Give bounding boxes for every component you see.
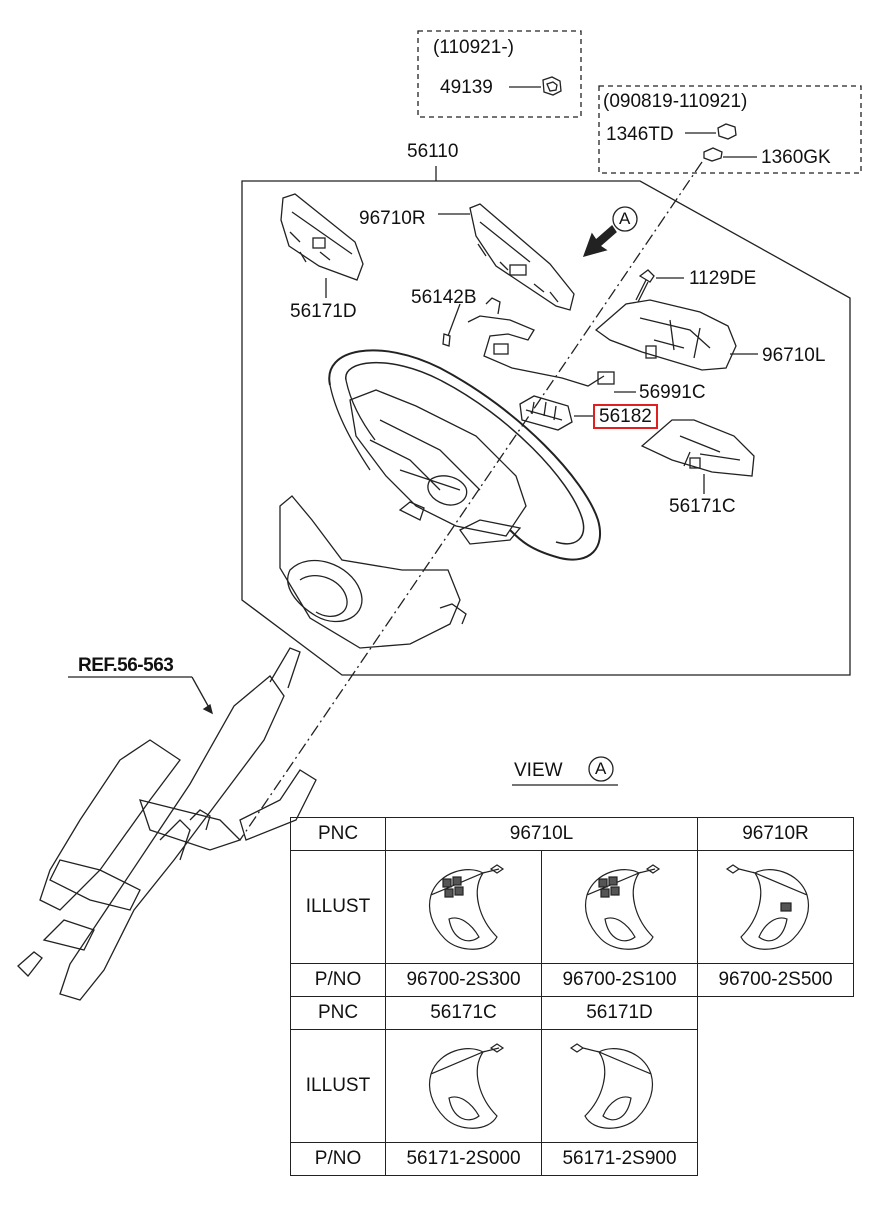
cover-56171d-illustration	[569, 1043, 653, 1129]
view-circle	[588, 756, 614, 782]
label-96710l: 96710L	[762, 345, 826, 366]
view-a-arrow	[582, 206, 638, 257]
module-56182	[519, 395, 593, 431]
table-row: P/NO 96700-2S300 96700-2S100 96700-2S500	[290, 963, 854, 997]
switch-96710l-illustration	[428, 864, 504, 950]
option-box-090819-110921	[598, 85, 862, 174]
label-56171c: 56171C	[669, 496, 736, 517]
screw-1129de	[635, 269, 684, 303]
illust-header: ILLUST	[290, 1029, 386, 1143]
pnc-cell: 56171D	[541, 996, 698, 1030]
label-56142b: 56142B	[411, 287, 477, 308]
switch-96710r-illustration	[725, 864, 809, 950]
label-56991c: 56991C	[639, 382, 706, 403]
illust-cell	[697, 850, 854, 964]
empty-cell	[698, 997, 854, 1030]
table-row: ILLUST	[290, 1029, 854, 1143]
ref-label: REF.56-563	[78, 655, 174, 676]
illust-cell	[385, 850, 542, 964]
empty-cell	[698, 1030, 854, 1143]
switch-96710r	[438, 203, 575, 311]
pnc-header: PNC	[290, 996, 386, 1030]
range-label-090819: (090819-110921)	[603, 91, 748, 112]
label-56110: 56110	[407, 141, 459, 162]
table-row: ILLUST	[290, 850, 854, 964]
label-49139: 49139	[440, 77, 493, 98]
empty-cell	[698, 1143, 854, 1176]
nut-49139	[509, 76, 562, 96]
pno-cell: 56171-2S000	[385, 1142, 542, 1176]
range-label-110921: (110921-)	[433, 37, 514, 58]
nut-1346td	[685, 123, 737, 140]
pno-cell: 96700-2S300	[385, 963, 542, 997]
pno-header: P/NO	[290, 963, 386, 997]
parts-table: PNC 96710L 96710R ILLUST P/NO 96700-2S30…	[290, 817, 854, 1176]
pno-cell: 96700-2S100	[541, 963, 698, 997]
pno-cell: 96700-2S500	[697, 963, 854, 997]
switch-96710l-alt-illustration	[584, 864, 660, 950]
illust-cell	[541, 1029, 698, 1143]
view-marker-letter: A	[619, 209, 631, 228]
label-96710r: 96710R	[359, 208, 426, 229]
pnc-cell: 96710L	[385, 817, 698, 851]
steering-column	[17, 647, 317, 1001]
view-title-letter: A	[595, 759, 607, 778]
cover-56171c-illustration	[428, 1043, 504, 1129]
option-box-110921	[417, 30, 582, 118]
cover-56171d	[280, 193, 364, 298]
switch-96710l	[594, 299, 758, 371]
illust-header: ILLUST	[290, 850, 386, 964]
cover-56171c	[640, 419, 755, 494]
label-1129de: 1129DE	[689, 268, 757, 289]
label-56182-highlighted[interactable]: 56182	[593, 404, 658, 429]
washer-1360gk	[703, 147, 757, 162]
view-title: VIEW	[514, 760, 563, 781]
label-1346td: 1346TD	[606, 124, 674, 145]
steering-wheel	[328, 349, 601, 561]
table-row: PNC 56171C 56171D	[290, 996, 854, 1030]
label-1360gk: 1360GK	[761, 147, 831, 168]
pno-cell: 56171-2S900	[541, 1142, 698, 1176]
illust-cell	[385, 1029, 542, 1143]
harness-56991c	[467, 297, 636, 393]
pnc-cell: 56171C	[385, 996, 542, 1030]
center-axis	[239, 161, 703, 841]
table-row: PNC 96710L 96710R	[290, 817, 854, 851]
illust-cell	[541, 850, 698, 964]
table-row: P/NO 56171-2S000 56171-2S900	[290, 1142, 854, 1176]
label-56171d: 56171D	[290, 301, 357, 322]
pnc-cell: 96710R	[697, 817, 854, 851]
screw-56142b	[442, 303, 461, 347]
assembly-boundary	[241, 180, 851, 676]
pno-header: P/NO	[290, 1142, 386, 1176]
column-cover	[279, 495, 467, 649]
pnc-header: PNC	[290, 817, 386, 851]
